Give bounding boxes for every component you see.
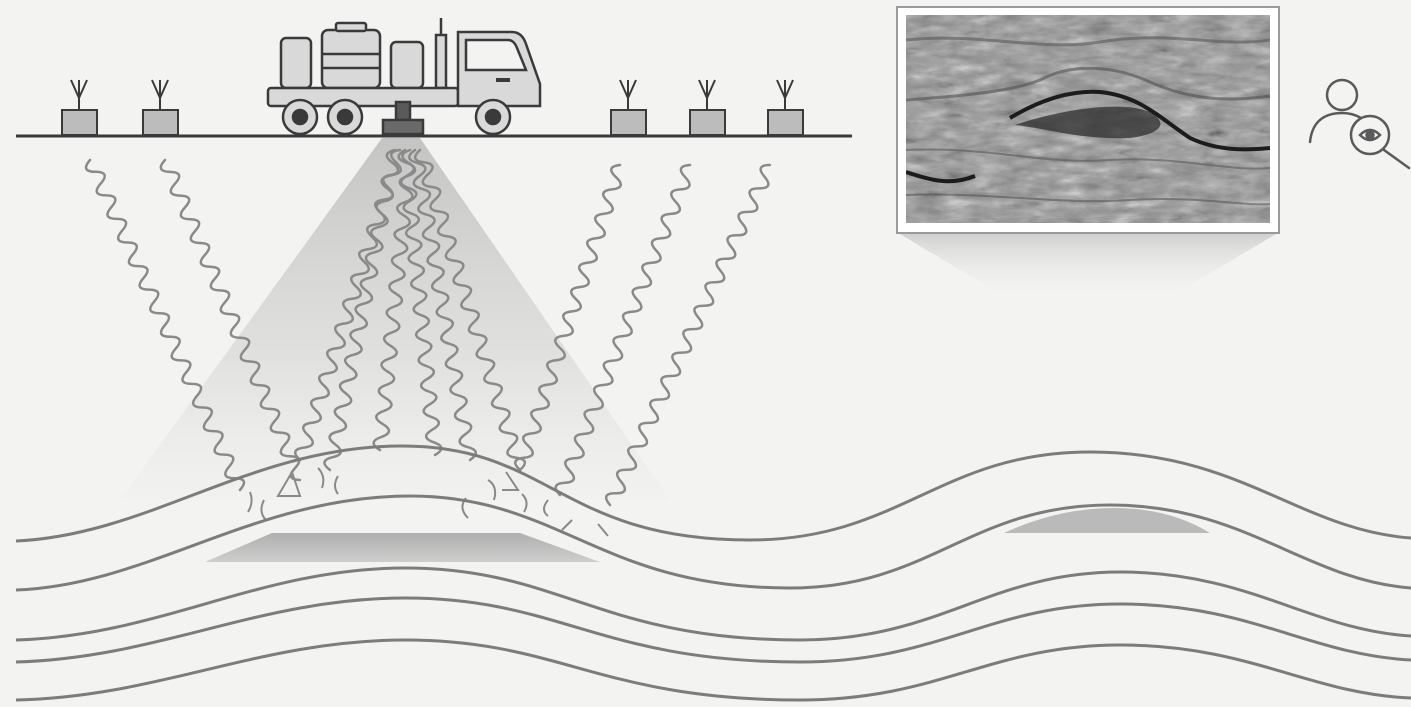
layer-line bbox=[16, 496, 1411, 590]
geophone-icon bbox=[690, 80, 725, 135]
image-shadow bbox=[900, 234, 1276, 300]
subsurface-layers bbox=[16, 446, 1411, 700]
reservoir-left bbox=[205, 533, 600, 562]
layer-line bbox=[16, 640, 1411, 700]
truck-icon bbox=[268, 18, 540, 134]
geophone-icon bbox=[768, 80, 803, 135]
geophone-icon bbox=[611, 80, 646, 135]
seismic-section-image bbox=[906, 15, 1270, 223]
geophone-icon bbox=[143, 80, 178, 135]
analyst-search-icon bbox=[1310, 80, 1409, 168]
geophone-icon bbox=[62, 80, 97, 135]
layer-line bbox=[16, 568, 1411, 640]
